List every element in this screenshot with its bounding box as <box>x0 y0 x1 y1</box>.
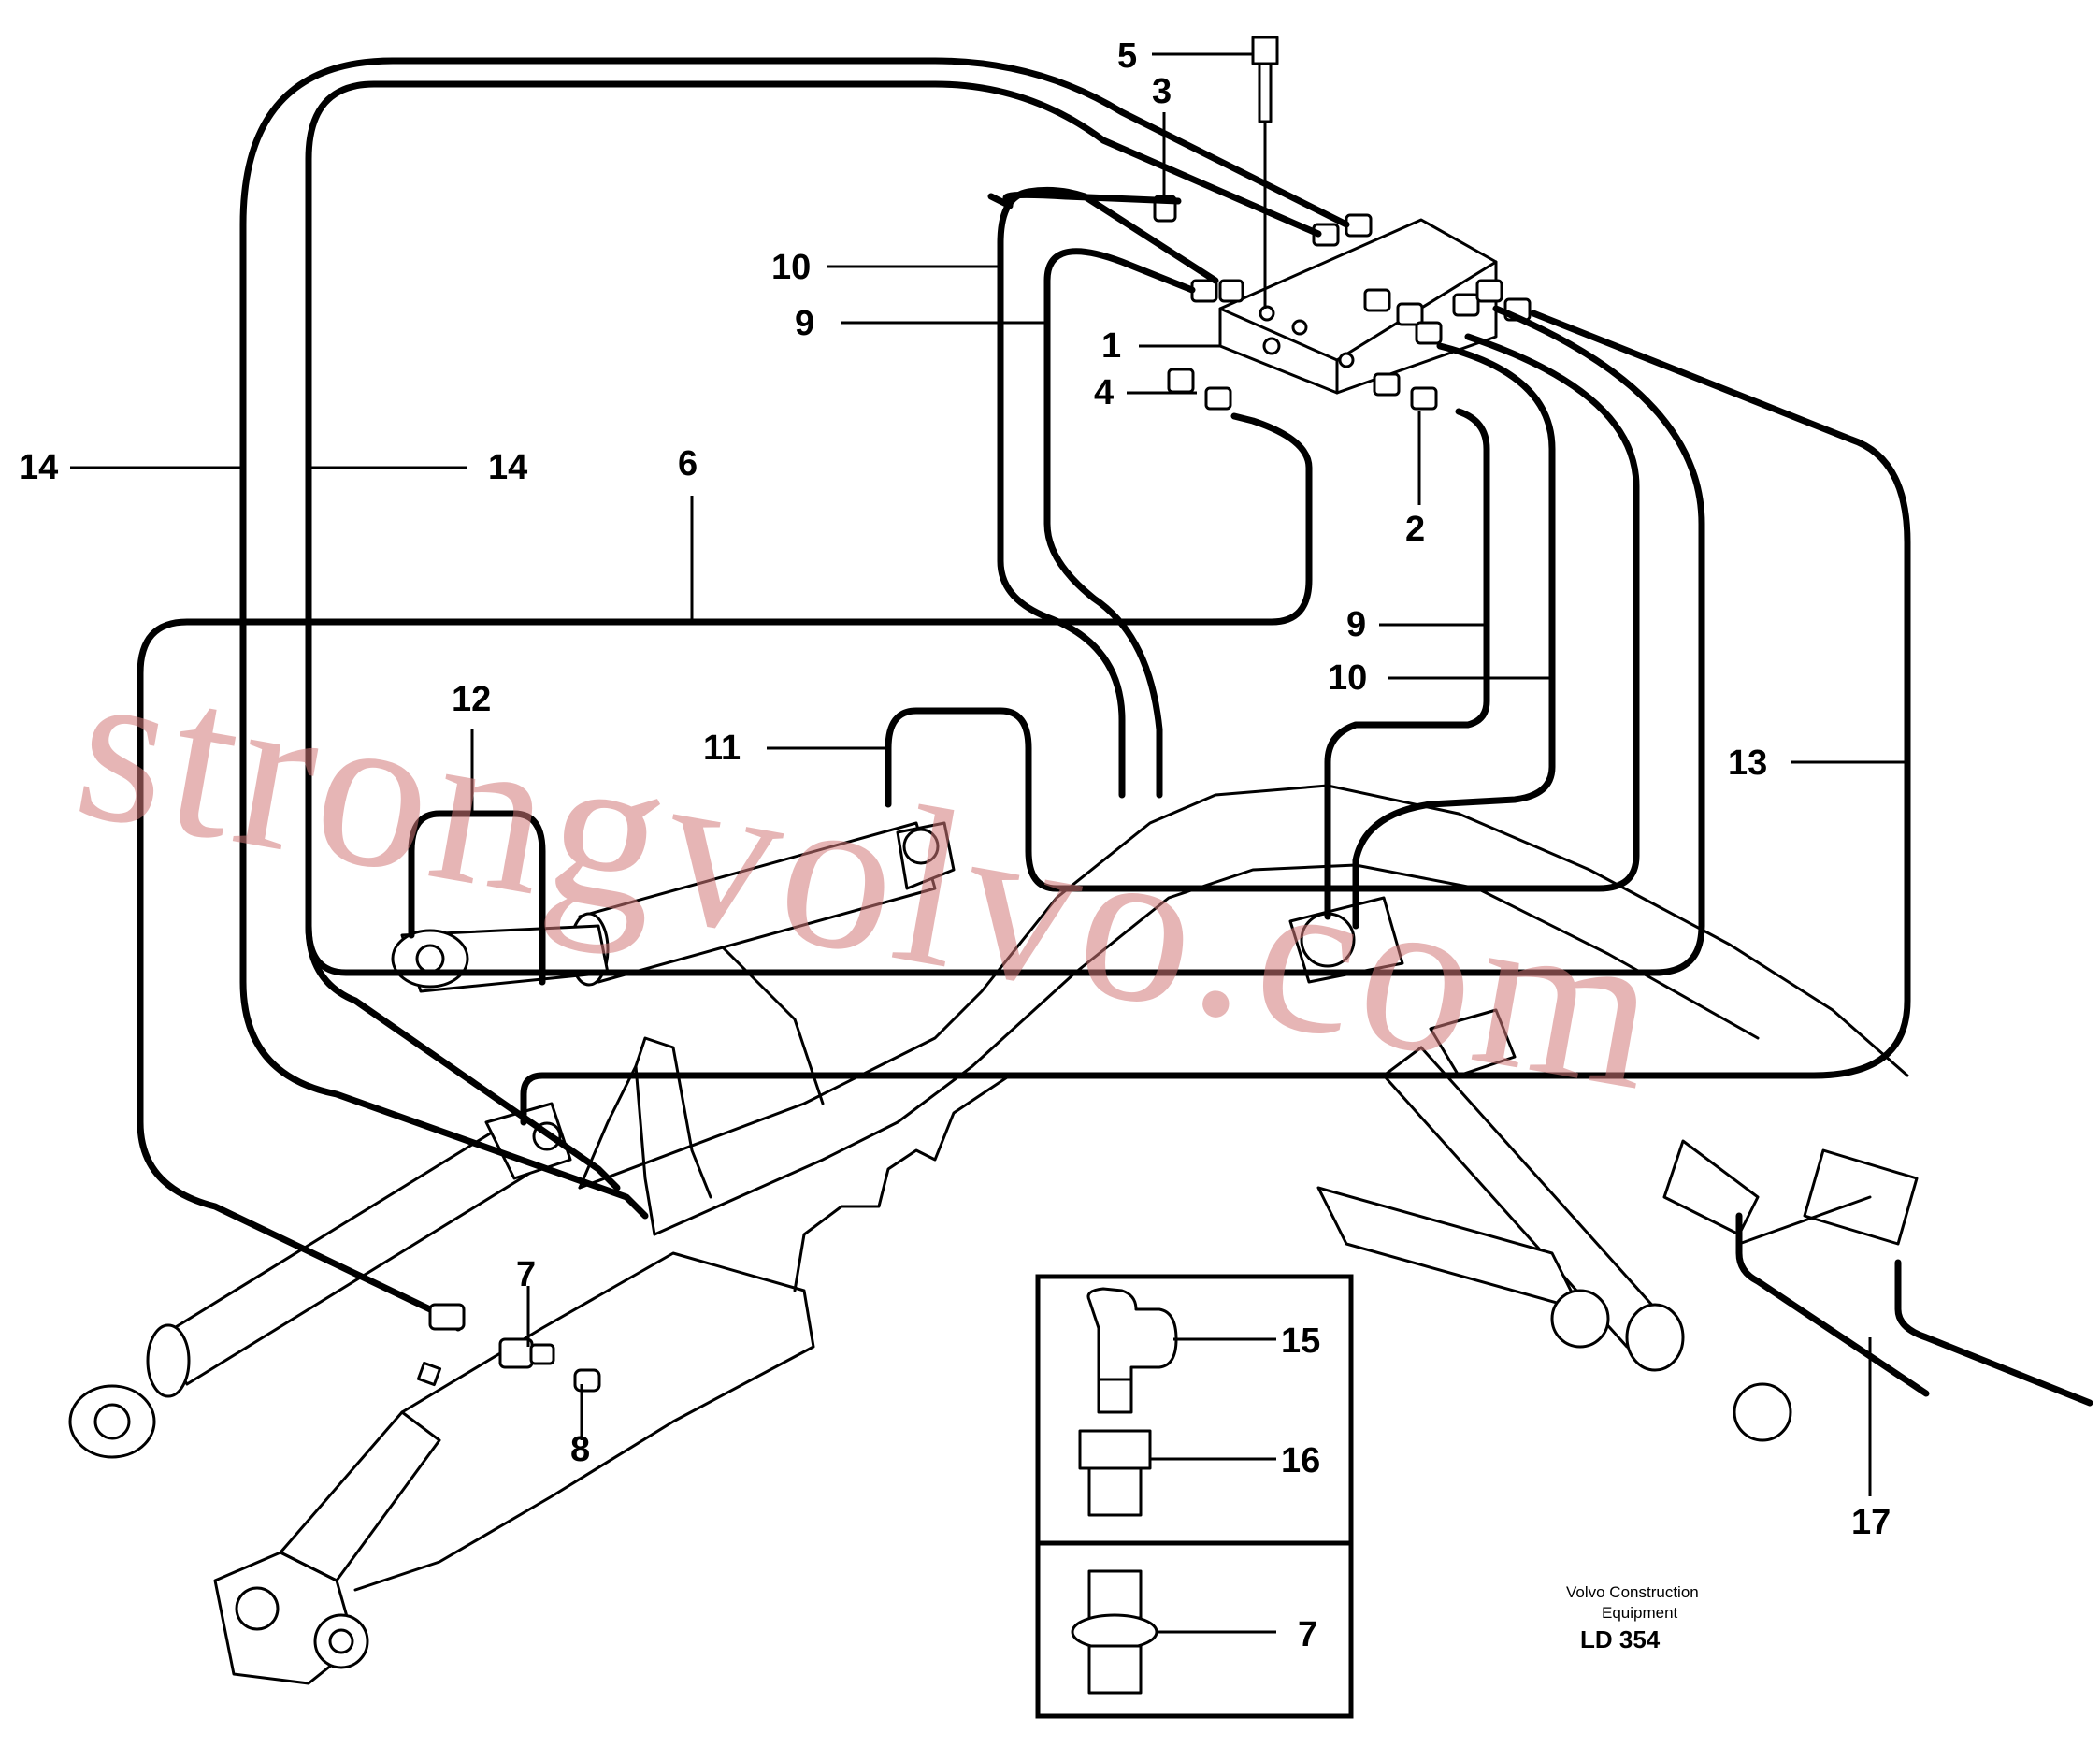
valve-block <box>1153 36 1532 411</box>
callout-17: 17 <box>1851 1503 1891 1542</box>
watermark: strongvolvo.com <box>62 615 1679 1138</box>
callout-3: 3 <box>1152 72 1172 111</box>
callout-4: 4 <box>1094 373 1114 412</box>
callout-7-lower: 7 <box>516 1255 536 1294</box>
caption-line2: Equipment <box>1602 1604 1678 1622</box>
callout-7-inset: 7 <box>1298 1615 1317 1654</box>
callout-1: 1 <box>1101 326 1121 366</box>
caption-line1: Volvo Construction <box>1566 1583 1699 1601</box>
callout-11: 11 <box>703 729 741 768</box>
callout-2: 2 <box>1405 510 1425 549</box>
callout-5: 5 <box>1117 36 1137 76</box>
leader-lines <box>70 52 1907 1634</box>
caption-code: LD 354 <box>1580 1625 1661 1653</box>
callout-9-right: 9 <box>1346 605 1366 644</box>
detail-inset <box>1035 1274 1354 1719</box>
hoses <box>137 57 2093 1407</box>
lift-cylinders <box>68 821 1792 1459</box>
callout-10-upper: 10 <box>771 248 811 287</box>
callout-14-left: 14 <box>19 448 58 487</box>
callout-13: 13 <box>1728 744 1767 783</box>
lower-fittings <box>416 1303 601 1393</box>
callout-6: 6 <box>678 444 698 484</box>
callout-15: 15 <box>1281 1321 1320 1361</box>
callout-12: 12 <box>452 680 491 719</box>
callout-8: 8 <box>570 1430 590 1469</box>
drawing-caption: Volvo Construction Equipment LD 354 <box>1566 1583 1699 1653</box>
callout-14-right: 14 <box>488 448 527 487</box>
callout-numbers: 5 3 1 4 2 10 9 9 10 6 12 11 13 14 14 7 8… <box>19 36 1891 1654</box>
callout-10-right: 10 <box>1328 658 1367 698</box>
callout-9-upper: 9 <box>795 304 814 343</box>
callout-16: 16 <box>1281 1441 1320 1480</box>
fittings <box>1153 195 1532 411</box>
